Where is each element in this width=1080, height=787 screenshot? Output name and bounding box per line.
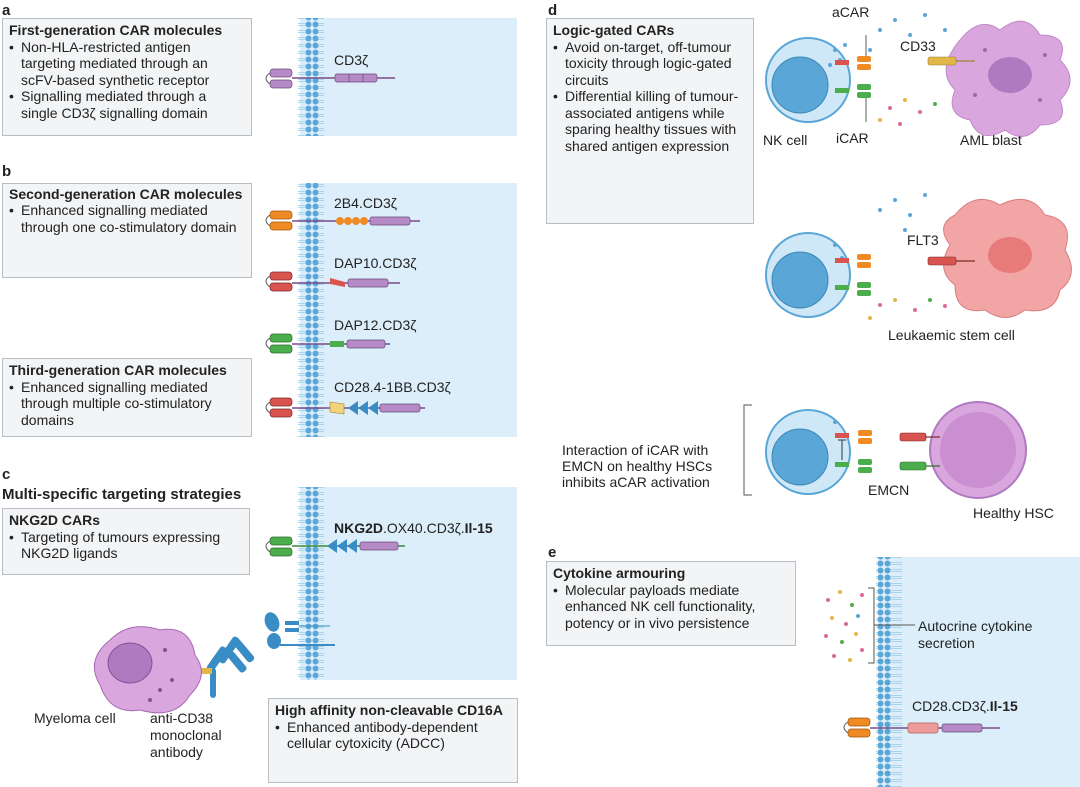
nk-cell-1 xyxy=(765,35,871,123)
cytokine-armouring-box: Cytokine armouring Molecular payloads me… xyxy=(546,561,796,646)
bullet: Differential killing of tumour-associate… xyxy=(553,88,747,154)
interaction-label: Interaction of iCAR with EMCN on healthy… xyxy=(562,442,713,490)
car-construct-nkg2d xyxy=(265,536,405,557)
panel-c-background xyxy=(300,487,517,680)
nkg2d-box: NKG2D CARs Targeting of tumours expressi… xyxy=(2,508,250,575)
car-construct-cd28-41bb xyxy=(265,397,425,418)
second-generation-box: Second-generation CAR molecules Enhanced… xyxy=(2,183,252,278)
box-title: Third-generation CAR molecules xyxy=(9,362,227,378)
emcn-label: EMCN xyxy=(868,482,910,498)
box-title: High affinity non-cleavable CD16A xyxy=(275,702,503,718)
cd16a-box: High affinity non-cleavable CD16A Enhanc… xyxy=(268,698,518,783)
logic-gated-box: Logic-gated CARs Avoid on-target, off-tu… xyxy=(546,18,754,224)
multi-specific-heading: Multi-specific targeting strategies xyxy=(2,486,242,503)
car-construct-a xyxy=(265,68,395,89)
bullet: Non-HLA-restricted antigen targeting med… xyxy=(9,39,245,89)
cd33-label: CD33 xyxy=(900,38,936,54)
bullet: Enhanced signalling mediated through one… xyxy=(9,202,245,235)
interaction-bracket xyxy=(743,404,752,496)
cd38-antigen xyxy=(196,668,212,674)
leukaemic-stem-cell-label: Leukaemic stem cell xyxy=(888,327,1015,343)
car-construct-dap10 xyxy=(265,271,400,292)
membrane-b xyxy=(298,183,324,437)
third-generation-box: Third-generation CAR molecules Enhanced … xyxy=(2,358,252,437)
antibody-label: anti-CD38 monoclonal antibody xyxy=(150,710,222,760)
construct-label-e: CD28.CD3ζ.Il-15 xyxy=(912,698,1018,714)
bullet: Targeting of tumours expressing NKG2D li… xyxy=(9,529,243,562)
box-title: Cytokine armouring xyxy=(553,565,686,581)
myeloma-cell xyxy=(93,626,202,714)
car-construct-e xyxy=(843,717,1000,738)
cd16a-receptor xyxy=(264,612,335,649)
nk-cell-label: NK cell xyxy=(763,132,808,148)
leukaemic-stem-cell xyxy=(927,198,1072,318)
bullet: Signalling mediated through a single CD3… xyxy=(9,88,245,121)
nkg2d-mid: .OX40.CD3ζ. xyxy=(383,520,465,536)
anti-cd38-antibody xyxy=(206,636,255,698)
nkg2d-bold: NKG2D xyxy=(334,520,384,536)
myeloma-cell-label: Myeloma cell xyxy=(34,710,116,726)
aml-blast-label: AML blast xyxy=(960,132,1022,148)
car-construct-dap12 xyxy=(265,333,390,354)
cytokine-dots-e xyxy=(824,590,864,662)
membrane-a xyxy=(298,18,324,136)
car-construct-2b4 xyxy=(265,210,420,231)
panel-label-b: b xyxy=(2,163,12,180)
bullet: Enhanced antibody-dependent cellular cyt… xyxy=(275,719,511,752)
healthy-hsc xyxy=(899,401,1027,499)
il15-bold: Il-15 xyxy=(464,520,493,536)
cytokine-dots-d2 xyxy=(868,193,947,320)
bullet: Enhanced signalling mediated through mul… xyxy=(9,379,245,429)
nk-cell-3 xyxy=(765,409,872,495)
box-title: Logic-gated CARs xyxy=(553,22,675,38)
nk-cell-2 xyxy=(765,232,871,318)
panel-label-e: e xyxy=(548,544,557,561)
box-title: First-generation CAR molecules xyxy=(9,22,223,38)
construct-label-dap10: DAP10.CD3ζ xyxy=(334,255,417,271)
icar-label: iCAR xyxy=(836,130,869,146)
bullet: Molecular payloads mediate enhanced NK c… xyxy=(553,582,789,632)
autocrine-bracket xyxy=(868,587,875,664)
panel-b-background xyxy=(300,183,517,437)
bullet: Avoid on-target, off-tumour toxicity thr… xyxy=(553,39,747,89)
aml-blast xyxy=(927,20,1071,137)
panel-label-c: c xyxy=(2,466,11,483)
first-generation-box: First-generation CAR molecules Non-HLA-r… xyxy=(2,18,252,136)
construct-label-cd3z: CD3ζ xyxy=(334,52,369,68)
panel-label-d: d xyxy=(548,2,558,19)
box-title: Second-generation CAR molecules xyxy=(9,186,243,202)
autocrine-label: Autocrine cytokine secretion xyxy=(918,618,1033,651)
construct-label-dap12: DAP12.CD3ζ xyxy=(334,317,417,333)
cytokine-dots-d xyxy=(868,13,947,126)
panel-label-a: a xyxy=(2,2,11,19)
healthy-hsc-label: Healthy HSC xyxy=(973,505,1054,521)
construct-label-2b4: 2B4.CD3ζ xyxy=(334,195,397,211)
panel-e-background xyxy=(878,557,1080,787)
acar-label: aCAR xyxy=(832,4,870,20)
il15-bold-e: Il-15 xyxy=(989,698,1018,714)
flt3-label: FLT3 xyxy=(907,232,939,248)
construct-label-cd28-41bb: CD28.4-1BB.CD3ζ xyxy=(334,379,451,395)
construct-e-pre: CD28.CD3ζ. xyxy=(912,698,990,714)
construct-label-nkg2d: NKG2D.OX40.CD3ζ.Il-15 xyxy=(334,520,493,536)
membrane-e xyxy=(876,557,902,787)
membrane-c xyxy=(298,487,324,680)
box-title: NKG2D CARs xyxy=(9,512,101,528)
